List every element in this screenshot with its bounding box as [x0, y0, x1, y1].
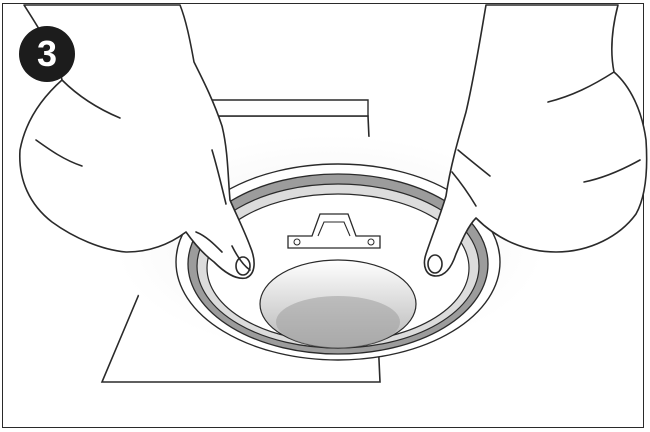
step-number: 3 — [37, 33, 57, 75]
step-number-badge: 3 — [19, 26, 75, 82]
right-hand — [424, 5, 646, 276]
